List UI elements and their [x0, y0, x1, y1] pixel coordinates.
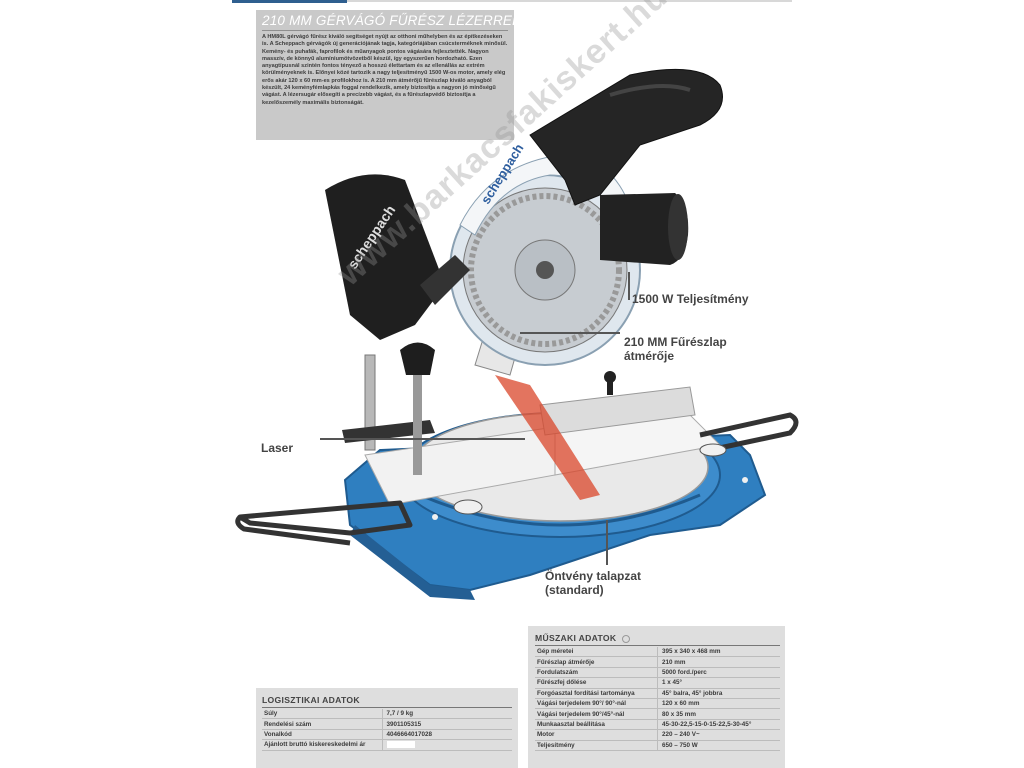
table-cell-value: 1 x 45°: [657, 677, 780, 689]
table-cell-value: 210 mm: [657, 656, 780, 668]
redacted-price: [386, 741, 415, 749]
callout-motor-power: 1500 W Teljesítmény: [632, 292, 749, 306]
table-cell-key: Fűrészlap átmérője: [535, 656, 658, 668]
table-cell-value: 45° balra, 45° jobbra: [657, 688, 780, 699]
specs-heading: MŰSZAKI ADATOK: [535, 633, 780, 643]
table-cell-key: Gép méretei: [535, 647, 658, 658]
top-rule: [232, 0, 792, 2]
table-cell-value: 120 x 60 mm: [657, 698, 780, 710]
table-row: Ajánlott bruttó kiskereskedelmi ár: [262, 739, 512, 751]
specs-heading-rule: [535, 645, 780, 646]
table-cell-value: 7,7 / 9 kg: [381, 709, 512, 720]
miter-saw-illustration: scheppach scheppach: [235, 68, 799, 600]
table-cell-value: 4046664017028: [381, 729, 512, 741]
title-rule: [262, 30, 508, 31]
callout-cast-base: Öntvény talapzat (standard): [545, 569, 642, 597]
table-cell-key: Teljesítmény: [535, 740, 658, 751]
leader-laser: [320, 438, 525, 440]
table-cell-key: Vonalkód: [262, 729, 382, 741]
top-tab-accent: [232, 0, 347, 3]
product-description: A HM80L gérvágó fűrész kiváló segítséget…: [262, 34, 508, 106]
table-cell-value: 80 x 35 mm: [657, 708, 780, 720]
table-cell-value: 5000 ford./perc: [657, 667, 780, 679]
table-cell-key: Motor: [535, 729, 658, 741]
table-cell-key: Rendelési szám: [262, 718, 382, 730]
table-cell-key: Fordulatszám: [535, 667, 658, 679]
table-cell-key: Vágási terjedelem 90°/45°-nál: [535, 708, 658, 720]
logistics-heading: LOGISZTIKAI ADATOK: [262, 695, 360, 705]
specs-heading-text: MŰSZAKI ADATOK: [535, 633, 617, 643]
leader-base: [606, 520, 608, 565]
table-cell-key: Munkaasztal beállítása: [535, 719, 658, 731]
table-cell-key: Ajánlott bruttó kiskereskedelmi ár: [262, 739, 382, 751]
table-cell-value: [381, 739, 512, 751]
description-box: 210 MM GÉRVÁGÓ FŰRÉSZ LÉZERREL A HM80L g…: [256, 10, 514, 140]
leader-blade: [520, 332, 620, 334]
table-cell-key: Fűrészfej dőlése: [535, 677, 658, 689]
table-cell-value: 395 x 340 x 468 mm: [657, 647, 780, 658]
circle-icon: [622, 634, 631, 643]
table-cell-key: Súly: [262, 709, 382, 720]
table-cell-key: Forgóasztal fordítási tartománya: [535, 688, 658, 699]
table-cell-value: 650 – 750 W: [657, 740, 780, 751]
logistics-heading-rule: [262, 707, 512, 708]
callout-blade-diameter: 210 MM Fűrészlap átmérője: [624, 335, 727, 363]
table-cell-value: 3901105315: [381, 718, 512, 730]
table-cell-key: Vágási terjedelem 90°/ 90°-nál: [535, 698, 658, 710]
table-cell-value: 45-30-22,5-15-0-15-22,5-30-45°: [657, 719, 780, 731]
product-title: 210 MM GÉRVÁGÓ FŰRÉSZ LÉZERREL: [262, 13, 514, 28]
callout-laser: Laser: [261, 441, 294, 455]
leader-motor: [628, 272, 630, 300]
table-cell-value: 220 – 240 V~: [657, 729, 780, 741]
